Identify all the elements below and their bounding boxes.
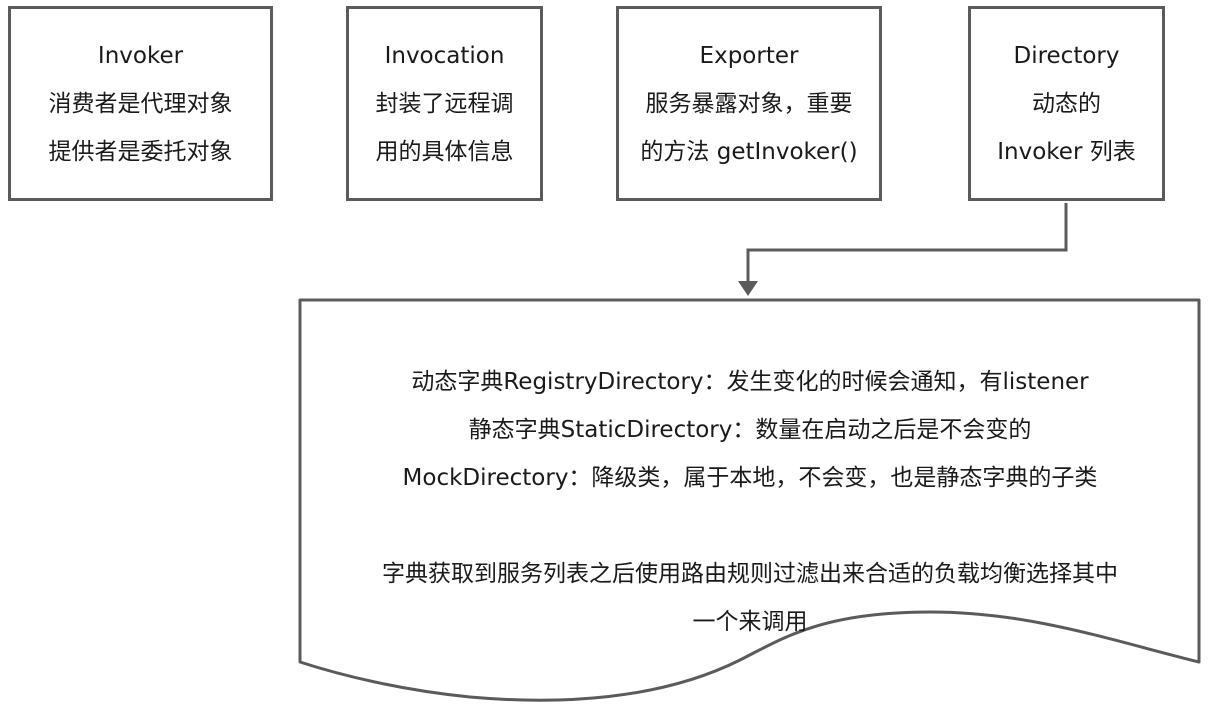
exporter-title: Exporter [699,42,799,69]
document-line-4: 字典获取到服务列表之后使用路由规则过滤出来合适的负载均衡选择其中 [382,561,1118,587]
invoker-line-2: 提供者是委托对象 [48,138,233,165]
invoker-line-1: 消费者是代理对象 [48,90,233,117]
arrow-head-icon [738,281,758,296]
invocation-box: Invocation 封装了远程调 用的具体信息 [346,6,543,201]
document-text: 动态字典RegistryDirectory：发生变化的时候会通知，有listen… [300,358,1200,646]
connector-line [746,203,1068,290]
document-spacer [300,502,1200,550]
directory-line-1: 动态的 [1032,90,1101,117]
invocation-line-1: 封装了远程调 [375,90,514,117]
document-line-1: 动态字典RegistryDirectory：发生变化的时候会通知，有listen… [411,369,1089,395]
directory-title: Directory [1013,42,1120,69]
invoker-title: Invoker [97,42,184,69]
exporter-line-1: 服务暴露对象，重要 [645,90,853,117]
invocation-title: Invocation [384,42,505,69]
invocation-line-2: 用的具体信息 [375,138,514,165]
directory-box: Directory 动态的 Invoker 列表 [968,6,1165,201]
document-line-2: 静态字典StaticDirectory：数量在启动之后是不会变的 [468,417,1032,443]
document-shape [298,298,1201,702]
directory-line-2: Invoker 列表 [997,138,1136,165]
exporter-line-2: 的方法 getInvoker() [640,138,858,165]
document-line-5: 一个来调用 [692,609,808,635]
exporter-box: Exporter 服务暴露对象，重要 的方法 getInvoker() [616,6,882,201]
invoker-box: Invoker 消费者是代理对象 提供者是委托对象 [8,6,273,201]
document-line-3: MockDirectory：降级类，属于本地，不会变，也是静态字典的子类 [402,465,1098,491]
